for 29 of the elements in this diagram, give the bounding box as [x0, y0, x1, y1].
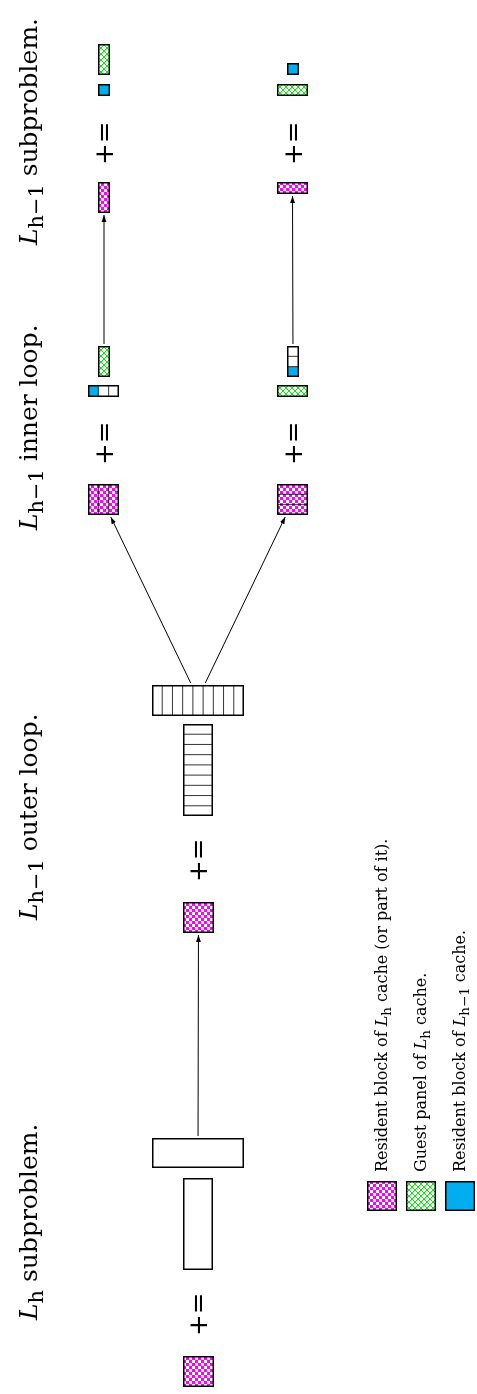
- matrix-block: [183, 1178, 213, 1270]
- matrix-block: [277, 84, 308, 96]
- matrix-block: [88, 385, 119, 397]
- arrow: [196, 934, 201, 1137]
- matrix-block: [152, 685, 244, 716]
- update-operator: +=: [280, 121, 306, 165]
- update-operator: +=: [185, 1292, 211, 1336]
- update-operator: +=: [91, 121, 117, 165]
- matrix-block: [183, 724, 213, 816]
- matrix-block: [98, 346, 110, 377]
- matrix-block: [98, 84, 110, 96]
- update-operator: +=: [185, 838, 211, 882]
- matrix-block: [98, 44, 110, 75]
- matrix-block: [277, 484, 308, 515]
- update-operator: +=: [91, 421, 117, 465]
- matrix-block: [287, 63, 299, 75]
- matrix-block: [277, 385, 308, 397]
- matrix-block: [277, 182, 308, 194]
- arrow: [110, 516, 192, 684]
- matrix-block: [287, 346, 299, 377]
- matrix-block: [183, 1356, 214, 1387]
- matrix-block: [183, 902, 214, 933]
- matrix-block: [98, 182, 110, 213]
- arrow: [101, 214, 107, 345]
- matrix-block: [88, 484, 119, 515]
- matrix-block: [152, 1138, 244, 1168]
- update-operator: +=: [280, 421, 306, 465]
- arrow: [204, 516, 286, 684]
- arrow: [290, 195, 295, 345]
